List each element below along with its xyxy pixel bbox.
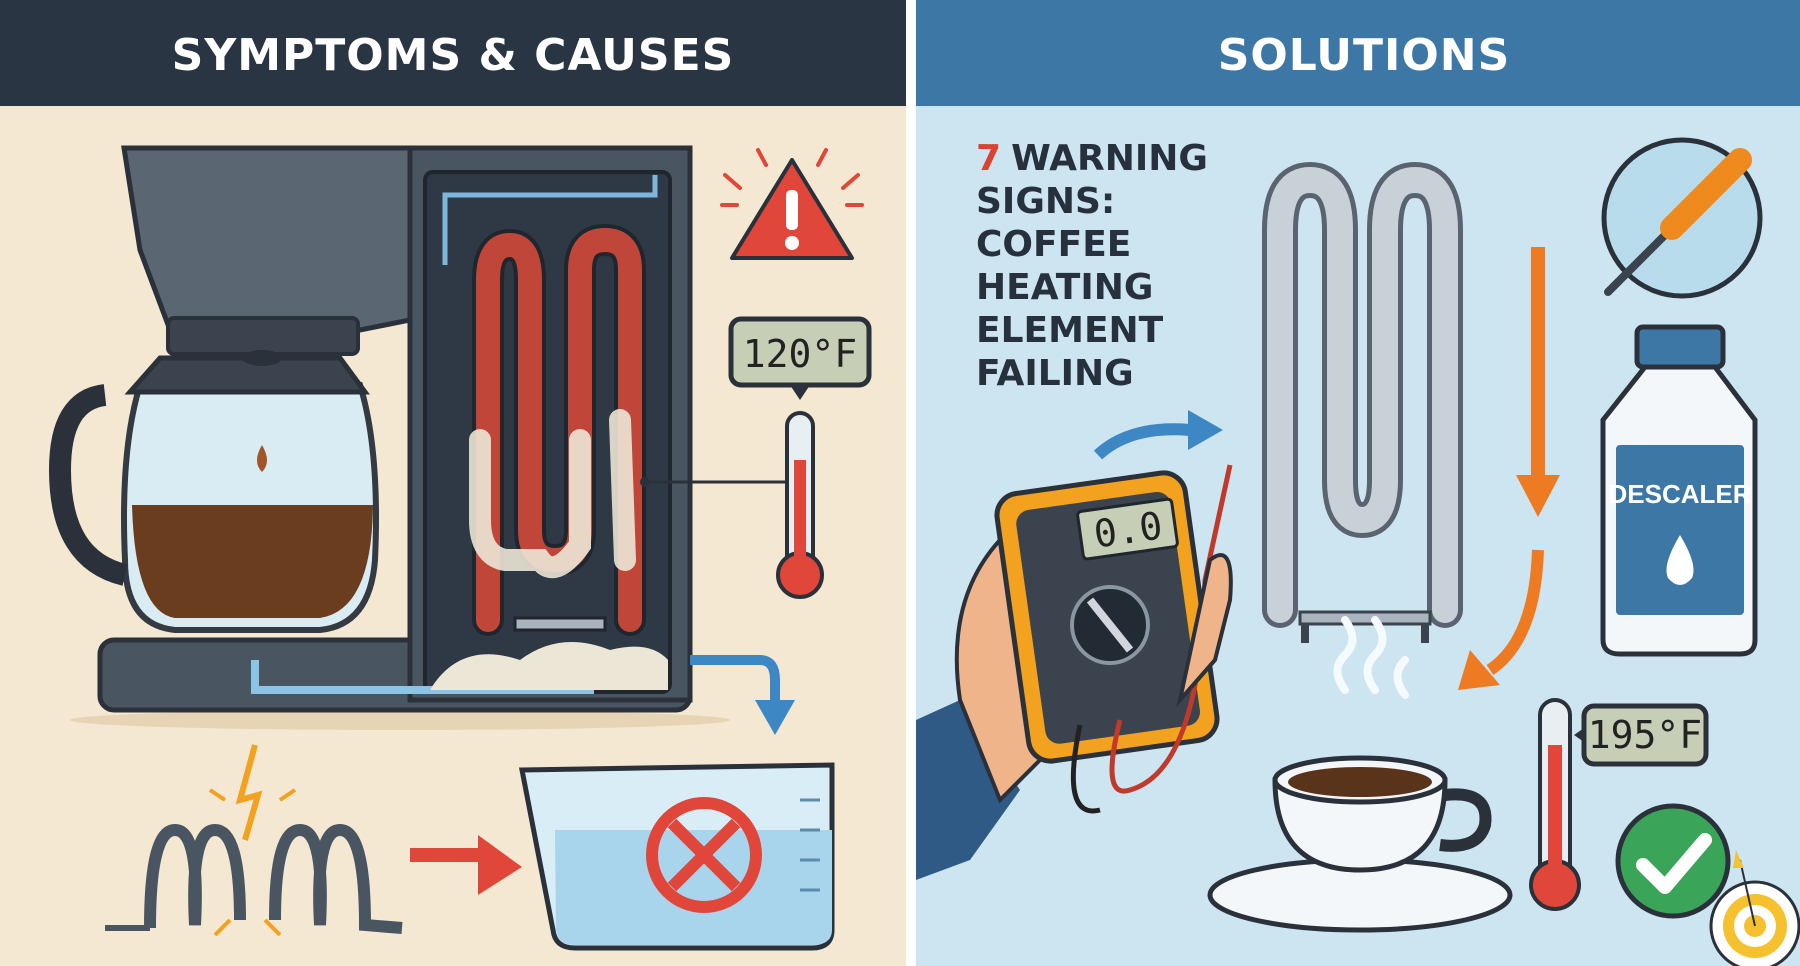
broken-coil-icon <box>105 744 403 937</box>
coffee-cup-icon <box>1207 616 1513 933</box>
title-line-5: ELEMENT <box>976 310 1164 351</box>
thermometer-icon <box>776 411 824 599</box>
descaler-bottle-icon: DESCALER <box>1600 324 1758 657</box>
title-line-3: COFFEE <box>976 224 1131 265</box>
descaler-label: DESCALER <box>1608 479 1751 509</box>
blue-arrow-icon <box>1093 410 1223 460</box>
multimeter-icon: 0.0 <box>916 464 1233 880</box>
coffee-pot-icon <box>48 350 379 633</box>
screwdriver-icon <box>1601 137 1763 299</box>
title-line-2: SIGNS: <box>976 181 1115 222</box>
title-number: 7 <box>976 138 1001 179</box>
thermometer-display: 120°F <box>728 316 872 400</box>
orange-arrows-icon <box>1458 247 1560 690</box>
temperature-readout-hot: 195°F <box>1588 713 1702 757</box>
arrow-right-icon <box>410 835 522 895</box>
left-header-bar <box>0 0 906 106</box>
left-header-title: SYMPTOMS & CAUSES <box>172 30 735 81</box>
divider <box>906 0 916 966</box>
target-icon <box>1709 850 1800 966</box>
drain-arrow-icon <box>690 655 795 735</box>
multimeter-readout: 0.0 <box>1091 503 1165 556</box>
right-header-bar <box>916 0 1800 106</box>
no-symbol-icon <box>646 797 762 913</box>
measuring-cup-icon <box>518 762 835 951</box>
thermometer-icon-hot <box>1529 698 1581 911</box>
checkmark-icon <box>1615 803 1731 919</box>
title-line-1: WARNING <box>1011 138 1208 179</box>
coffee-maker-icon <box>70 145 788 730</box>
clean-heating-element-icon <box>1262 161 1463 643</box>
title-line-4: HEATING <box>976 267 1153 308</box>
right-header-title: SOLUTIONS <box>1218 30 1511 81</box>
temperature-readout-low: 120°F <box>743 332 857 376</box>
temperature-display-hot: 195°F <box>1574 703 1709 767</box>
warning-triangle-icon <box>720 148 864 260</box>
title-line-6: FAILING <box>976 353 1134 394</box>
